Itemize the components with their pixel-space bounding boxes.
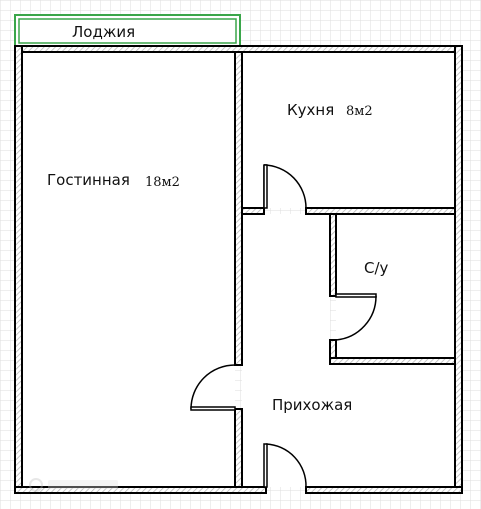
doors [190,164,377,488]
entrance-door[interactable] [263,443,307,488]
bathroom-door[interactable] [335,293,377,341]
watermark-logo [29,478,118,492]
kitchen-label: Кухня [287,101,334,119]
hall-label: Прихожая [272,396,352,414]
loggia-outline [14,14,241,48]
loggia-label: Лоджия [72,23,135,41]
living-room-door[interactable] [190,364,236,411]
living-room-label: Гостинная [47,171,130,189]
kitchen-door[interactable] [263,164,307,209]
room-floors [22,52,455,487]
kitchen-area: 8м2 [346,104,373,119]
bathroom-label: С/у [364,259,389,277]
living-room-area: 18м2 [145,175,180,190]
walls [14,45,463,494]
